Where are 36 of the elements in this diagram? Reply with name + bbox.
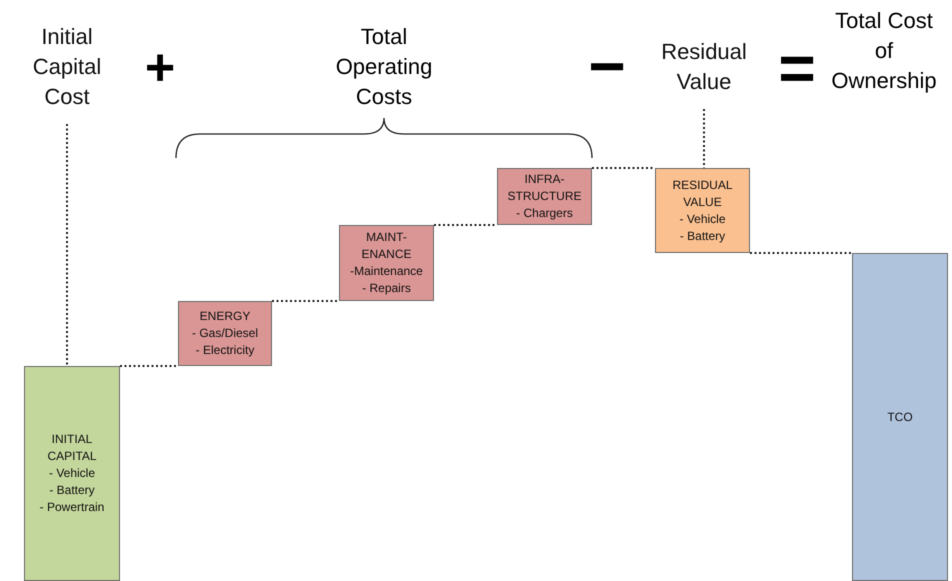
block-title: TCO [887,408,913,426]
block-item: - Vehicle [679,210,726,228]
dotted-connector [750,252,852,254]
block-item: - Powertrain [40,499,104,516]
heading-text: Total Cost of Ownership [830,7,938,95]
block-item: -Maintenance [350,263,423,280]
heading-text: Total Operating Costs [334,23,434,111]
cost-block [178,301,272,366]
block-item: - Electricity [196,342,254,359]
block-item: - Battery [49,482,95,499]
dotted-connector [66,124,68,366]
dotted-connector [434,224,497,226]
heading-text: Initial Capital Cost [12,22,122,114]
block-title: ENERGY [200,308,250,325]
block-item: - Chargers [516,205,573,222]
dotted-connector [272,300,339,302]
operator-sign: + [144,40,176,96]
cost-block [655,168,750,253]
cost-block [24,366,120,581]
cost-block [339,225,434,301]
dotted-connector [703,109,705,168]
dotted-connector [120,365,178,367]
cost-block [852,253,948,581]
dotted-connector [592,167,655,169]
block-item: - Gas/Diesel [192,325,258,342]
block-title: INITIAL CAPITAL [46,431,98,465]
heading-text: Residual Value [649,37,759,99]
operator-sign: = [777,36,817,100]
block-title: INFRA- STRUCTURE [506,171,582,205]
operator-sign: − [587,38,627,94]
block-item: - Battery [680,228,726,244]
cost-block [497,168,592,225]
block-item: - Vehicle [48,465,96,482]
block-title: RESIDUAL VALUE [671,176,734,210]
block-title: MAINT- ENANCE [360,229,412,263]
block-item: - Repairs [362,280,411,297]
